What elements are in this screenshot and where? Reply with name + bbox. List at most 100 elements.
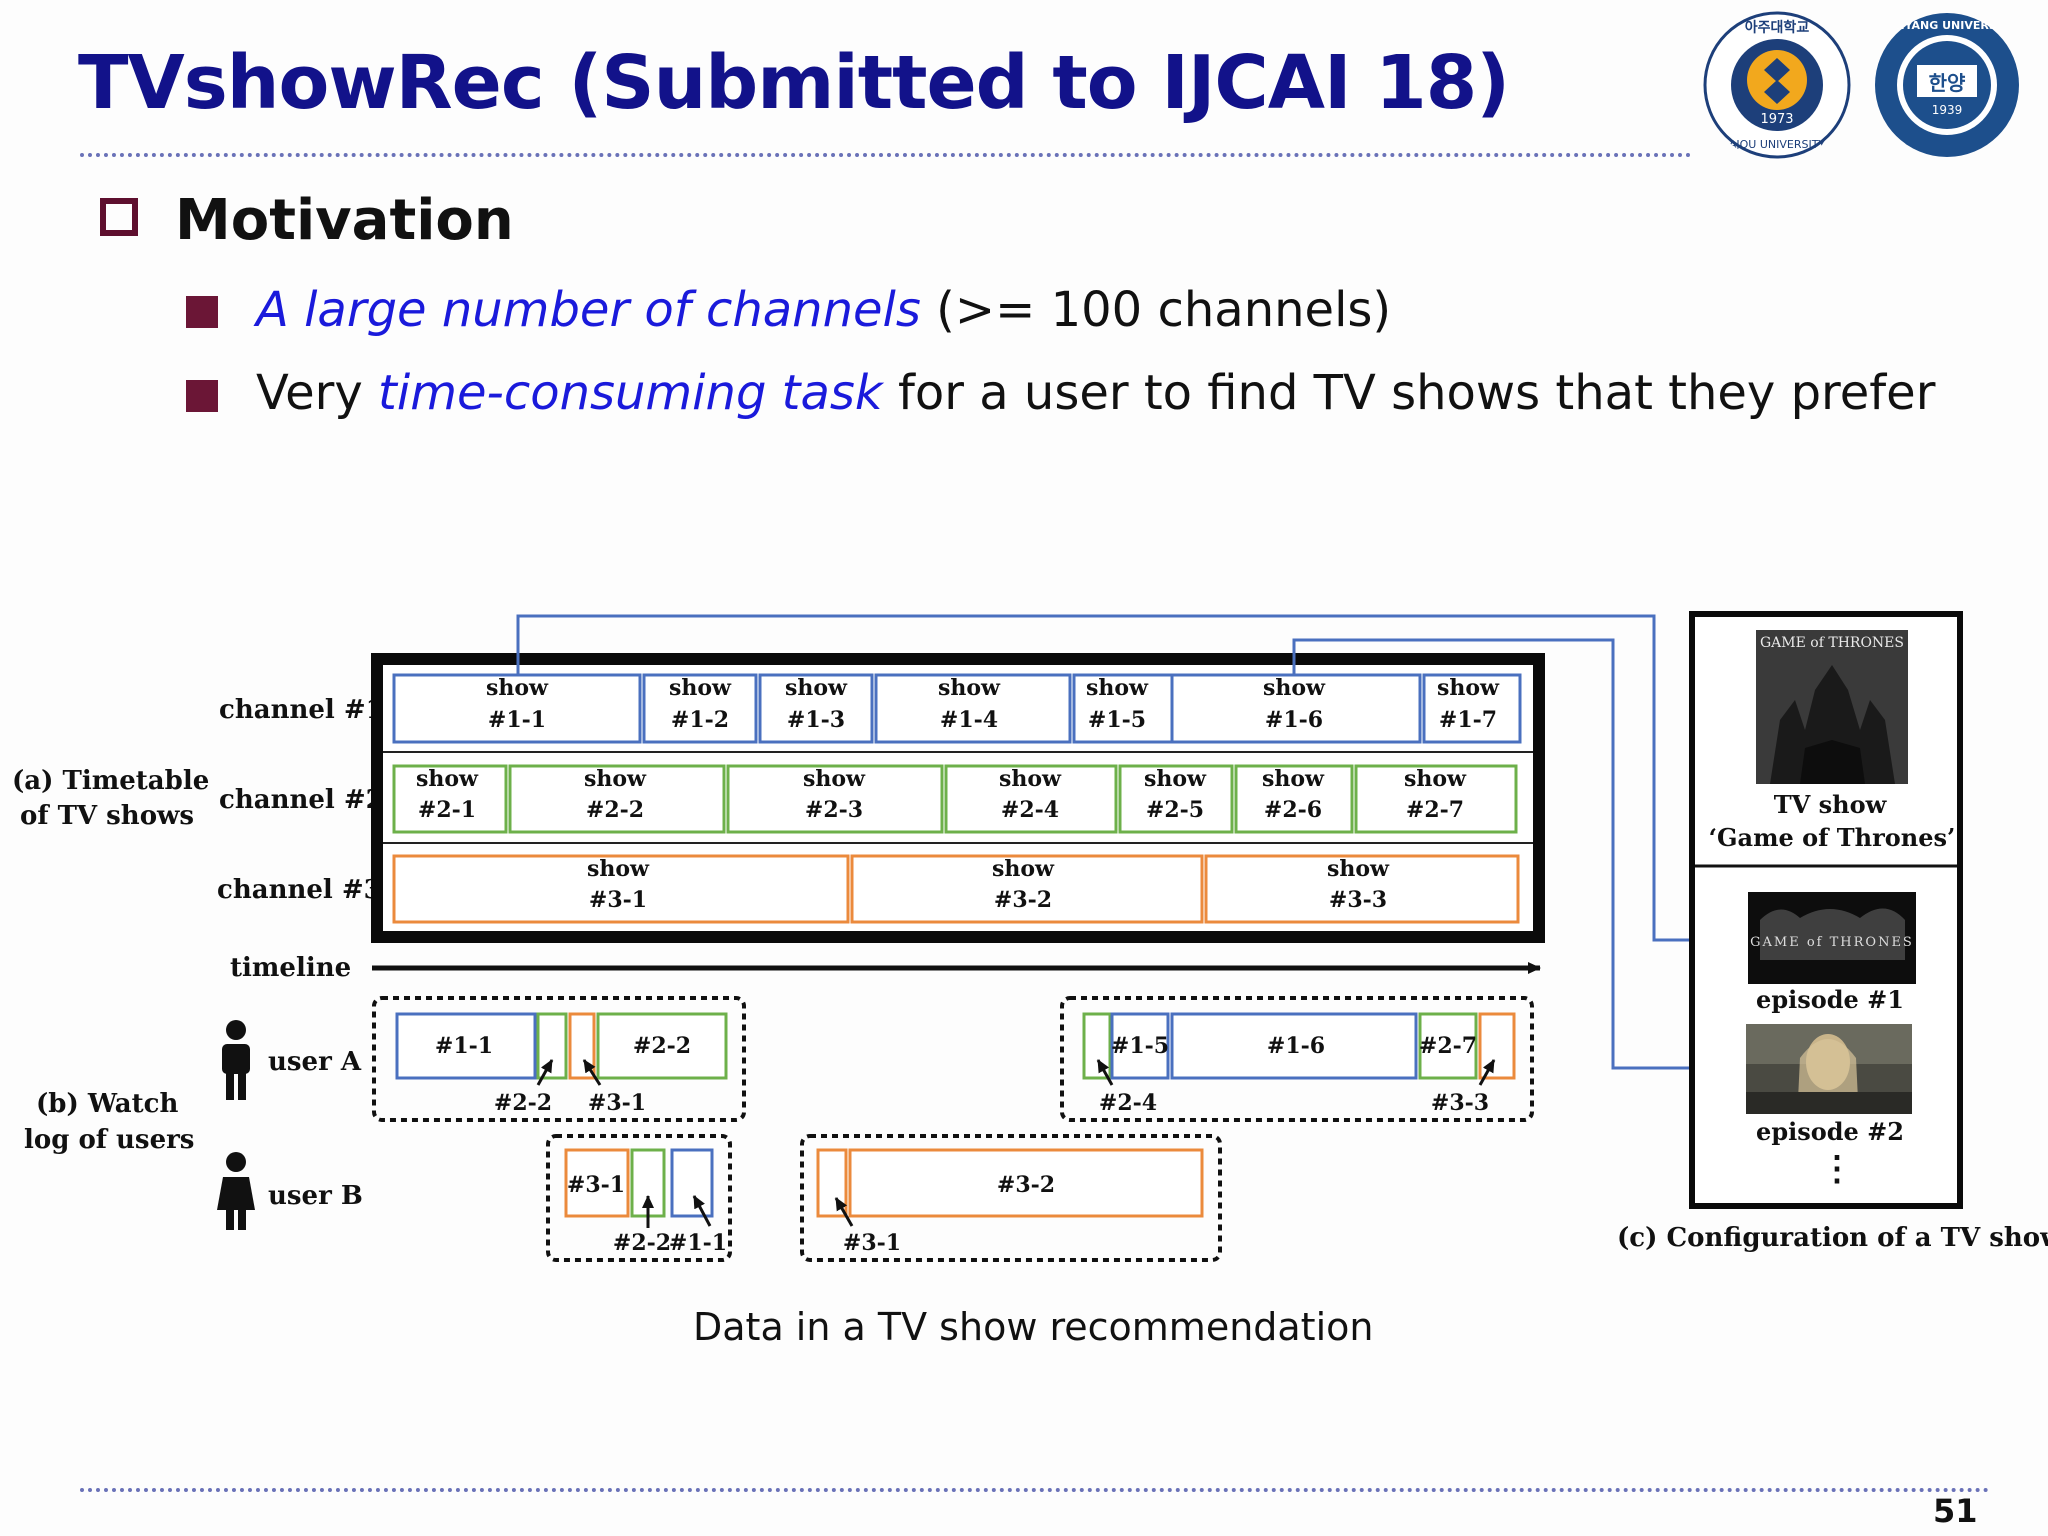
show-box-1-4: show#1-4 [874,673,1072,744]
bullet-1-rest: (>= 100 channels) [920,282,1392,338]
log-below-label: #2-2 [494,1090,552,1116]
show-box-2-1: show #2-1 [392,764,508,834]
channel-2-label: channel #2 [219,785,384,815]
show-label: show [1262,766,1325,792]
show-label: show [1404,766,1467,792]
show-box-2-7: show #2-7 [1354,764,1518,834]
section-title: Motivation [175,188,514,253]
ajou-logo-year: 1973 [1760,112,1793,127]
bullet-2-pre: Very [256,365,379,421]
user-b-log-group-1: #3-1 #2-2 #1-1 [546,1134,732,1262]
show-label: show [803,766,866,792]
episode-2-thumbnail [1746,1024,1912,1114]
show-box-3-1: show#3-1 [392,854,850,924]
configuration-label: (c) Configuration of a TV show [1617,1223,2048,1253]
watchlog-label-line1: (b) Watch [36,1089,178,1119]
poster-title: GAME of THRONES [1760,635,1904,651]
user-b-log-group-2: #3-2 #3-1 [800,1134,1222,1262]
show-label: show [584,766,647,792]
log-block-label: #1-1 [435,1033,493,1059]
hanyang-logo-year: 1939 [1932,103,1963,117]
show-id: #1-7 [1439,707,1497,733]
show-label: show [938,675,1001,701]
show-box-3-3: show#3-3 [1204,854,1520,924]
show-box-1-3: show #1-3 [758,673,874,744]
tv-show-name: ‘Game of Thrones’ [1709,823,1956,852]
show-id: #1-3 [787,707,845,733]
log-block-label: #3-2 [997,1172,1055,1198]
episode-2-label: episode #2 [1756,1117,1904,1146]
watchlog-label-line2: log of users [24,1125,194,1155]
show-id: #1-1 [488,707,546,733]
show-label: show [999,766,1062,792]
show-label: show [992,856,1055,882]
section-checkbox-icon [100,198,138,236]
show-id: #2-2 [586,797,644,823]
link-line-show-1-1 [516,614,1749,945]
show-box-2-5: show #2-5 [1118,764,1234,834]
ajou-logo-bottom-text: AJOU UNIVERSITY [1729,138,1826,151]
show-label: show [1437,675,1500,701]
log-block-label: #3-1 [567,1172,625,1198]
show-label: show [587,856,650,882]
show-label: show [1263,675,1326,701]
show-id: #2-4 [1001,797,1059,823]
episode-1-label: episode #1 [1756,985,1904,1014]
log-below-label: #3-3 [1431,1090,1489,1116]
got-poster: GAME of THRONES [1756,630,1908,784]
timeline-label: timeline [230,953,351,983]
user-b-icon [217,1152,255,1230]
show-box-2-6: show#2-6 [1234,764,1354,834]
more-episodes-ellipsis: ⋮ [1820,1149,1854,1189]
log-below-label: #2-2 [613,1230,671,1256]
user-a-log-group-2: #1-5 #1-6 #2-7 #2-4 #3-3 [1060,996,1534,1122]
show-box-1-6: show #1-6 [1170,673,1422,744]
show-label: show [416,766,479,792]
slide-title: TVshowRec (Submitted to IJCAI 18) [78,40,1510,126]
show-id: #1-6 [1265,707,1323,733]
timetable-label-line1: (a) Timetable [12,766,209,796]
show-label: show [1144,766,1207,792]
page-number: 51 [1933,1492,1978,1530]
show-box-3-2: show #3-2 [850,854,1204,924]
show-label: show [1086,675,1149,701]
show-id: #1-5 [1088,707,1146,733]
show-label: show [669,675,732,701]
show-box-1-2: show#1-2 [642,673,758,744]
bullet-square-icon [186,296,218,328]
hanyang-logo-top-text: HANYANG UNIVERSITY [1878,19,2018,32]
show-box-1-5: show #1-5 [1072,673,1176,744]
show-id: #2-1 [418,797,476,823]
bullet-2: Very time-consuming task for a user to f… [256,365,1935,421]
user-a-log-group-1: #1-1 #2-2 #2-2 #3-1 [372,996,746,1122]
bullet-2-highlight: time-consuming task [378,365,883,421]
ajou-university-logo: 1973 아주대학교 AJOU UNIVERSITY [1703,11,1851,159]
bullet-1: A large number of channels (>= 100 chann… [256,282,1391,338]
bullet-square-icon [186,380,218,412]
show-id: #2-3 [805,797,863,823]
show-box-2-3: show #2-3 [726,764,944,834]
show-label: show [785,675,848,701]
log-below-label: #2-4 [1099,1090,1157,1116]
show-label: show [1327,856,1390,882]
show-id: #2-7 [1406,797,1464,823]
user-b-label: user B [268,1181,363,1211]
log-below-label: #3-1 [588,1090,646,1116]
footer-divider [80,1488,1990,1492]
link-line-show-1-6 [1292,638,1747,1073]
bullet-2-rest: for a user to find TV shows that they pr… [882,365,1936,421]
title-divider [80,153,1692,157]
show-box-2-2: show #2-2 [508,764,726,834]
timetable-label-line2: of TV shows [20,801,194,831]
log-block-label: #2-2 [633,1033,691,1059]
show-id: #3-2 [994,887,1052,913]
log-block-label: #1-5 [1111,1033,1169,1059]
user-a-icon [222,1020,250,1100]
show-id: #2-5 [1146,797,1204,823]
episode-1-banner: GAME of THRONES [1750,935,1914,950]
hanyang-logo-center: 한양 [1929,71,1966,95]
tv-show-label: TV show [1774,790,1888,819]
ajou-logo-top-text: 아주대학교 [1745,19,1810,36]
log-block-label: #2-7 [1419,1033,1477,1059]
show-box-1-1: show#1-1 [392,673,642,744]
